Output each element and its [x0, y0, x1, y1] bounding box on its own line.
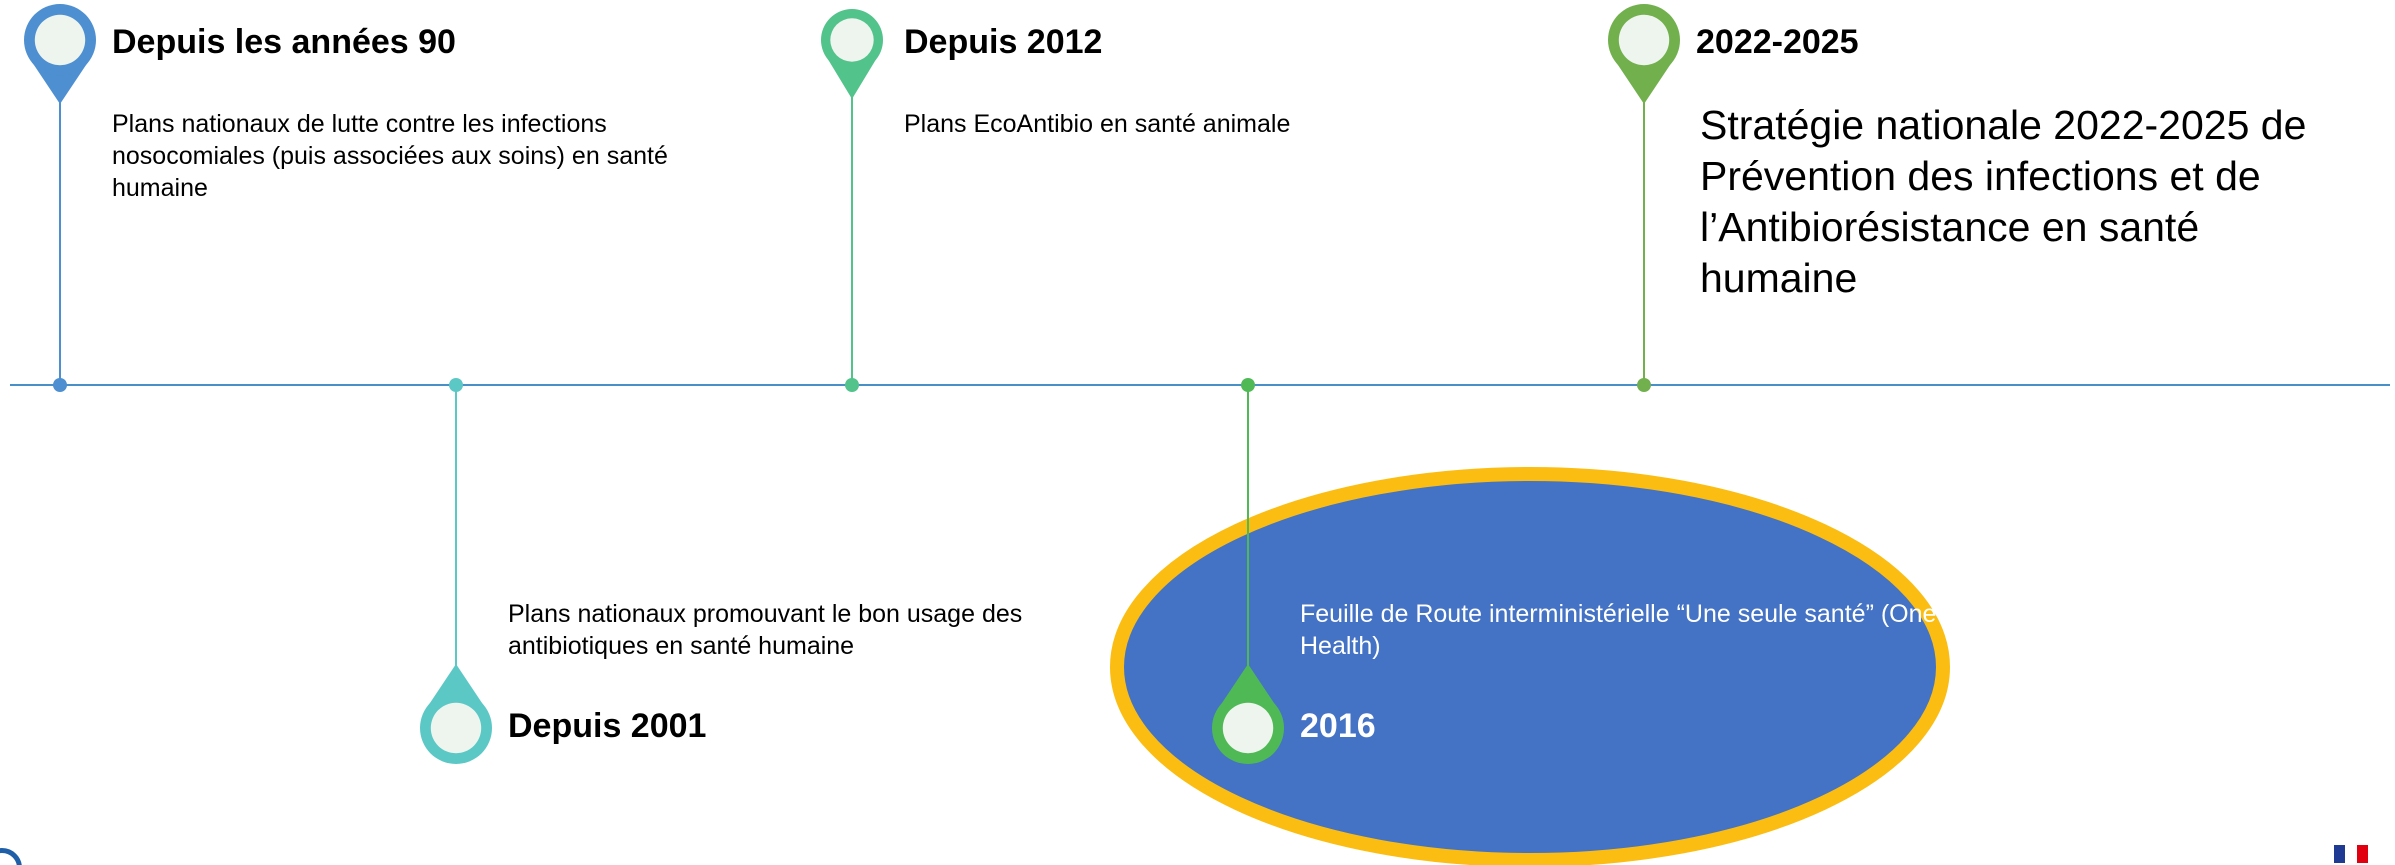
- map-pin-center-2012: [830, 18, 874, 62]
- milestone-description-2016: Feuille de Route interministérielle “Une…: [1300, 600, 1937, 660]
- map-pin-center-2001: [430, 702, 482, 754]
- milestone-description-1990: Plans nationaux de lutte contre les infe…: [112, 110, 668, 202]
- map-pin-center-2016: [1222, 702, 1274, 754]
- milestone-description-2012: Plans EcoAntibio en santé animale: [904, 110, 1291, 138]
- milestone-title-2022-2025: 2022-2025: [1696, 23, 1859, 61]
- axis-dot-2001: [449, 378, 463, 392]
- milestone-title-2016: 2016: [1300, 707, 1376, 745]
- axis-dot-2022: [1637, 378, 1651, 392]
- flag-white-stripe: [2345, 845, 2357, 863]
- flag-red-stripe: [2356, 845, 2368, 863]
- milestone-description-2022-2025: Stratégie nationale 2022-2025 de Prévent…: [1700, 102, 2307, 301]
- milestone-title-2012: Depuis 2012: [904, 23, 1103, 61]
- milestone-title-1990: Depuis les années 90: [112, 23, 456, 61]
- highlight-ellipse: [1110, 467, 1950, 865]
- map-pin-center-1990: [34, 14, 86, 66]
- milestone-description-2001: Plans nationaux promouvant le bon usage …: [508, 600, 1023, 660]
- milestone-title-2001: Depuis 2001: [508, 707, 707, 745]
- flag-blue-stripe: [2334, 845, 2346, 863]
- map-pin-center-2022: [1618, 14, 1670, 66]
- axis-dot-2016: [1241, 378, 1255, 392]
- axis-dot-1990: [53, 378, 67, 392]
- french-flag-icon: [2334, 845, 2368, 863]
- timeline-markers: [24, 4, 1680, 764]
- axis-dot-2012: [845, 378, 859, 392]
